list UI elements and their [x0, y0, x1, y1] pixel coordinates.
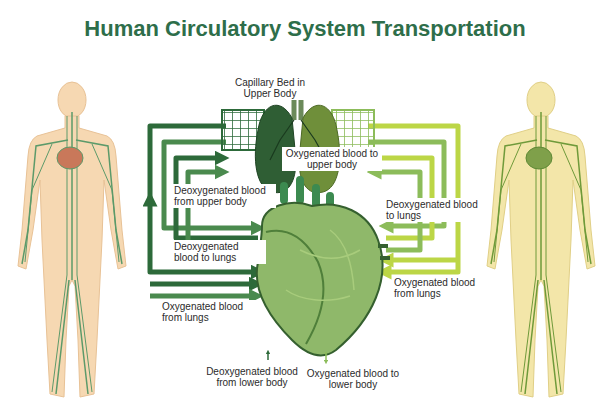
human-figure-left: [18, 82, 126, 397]
flow-label: Oxygenated blood from lungs: [160, 300, 260, 324]
flow-label: Capillary Bed in Upper Body: [228, 76, 312, 100]
left-circuit: [150, 126, 258, 296]
flow-label: Deoxygenated blood to lungs: [172, 240, 266, 264]
lungs: [255, 86, 339, 193]
flow-label: Oxygenated blood to upper body: [282, 147, 382, 171]
lower-arrow: [325, 352, 327, 362]
flow-label: Deoxygenated blood to lungs: [384, 198, 484, 222]
lower-arrow: [267, 352, 269, 360]
flow-label: Oxygenated blood to lower body: [300, 367, 406, 391]
flow-label: Deoxygenated blood from lower body: [196, 365, 308, 389]
human-figure-right: [487, 82, 595, 397]
flow-label: Deoxygenated blood from upper body: [172, 184, 276, 208]
diagram-title: Human Circulatory System Transportation: [0, 16, 610, 42]
flow-label: Oxygenated blood from lungs: [392, 276, 496, 300]
